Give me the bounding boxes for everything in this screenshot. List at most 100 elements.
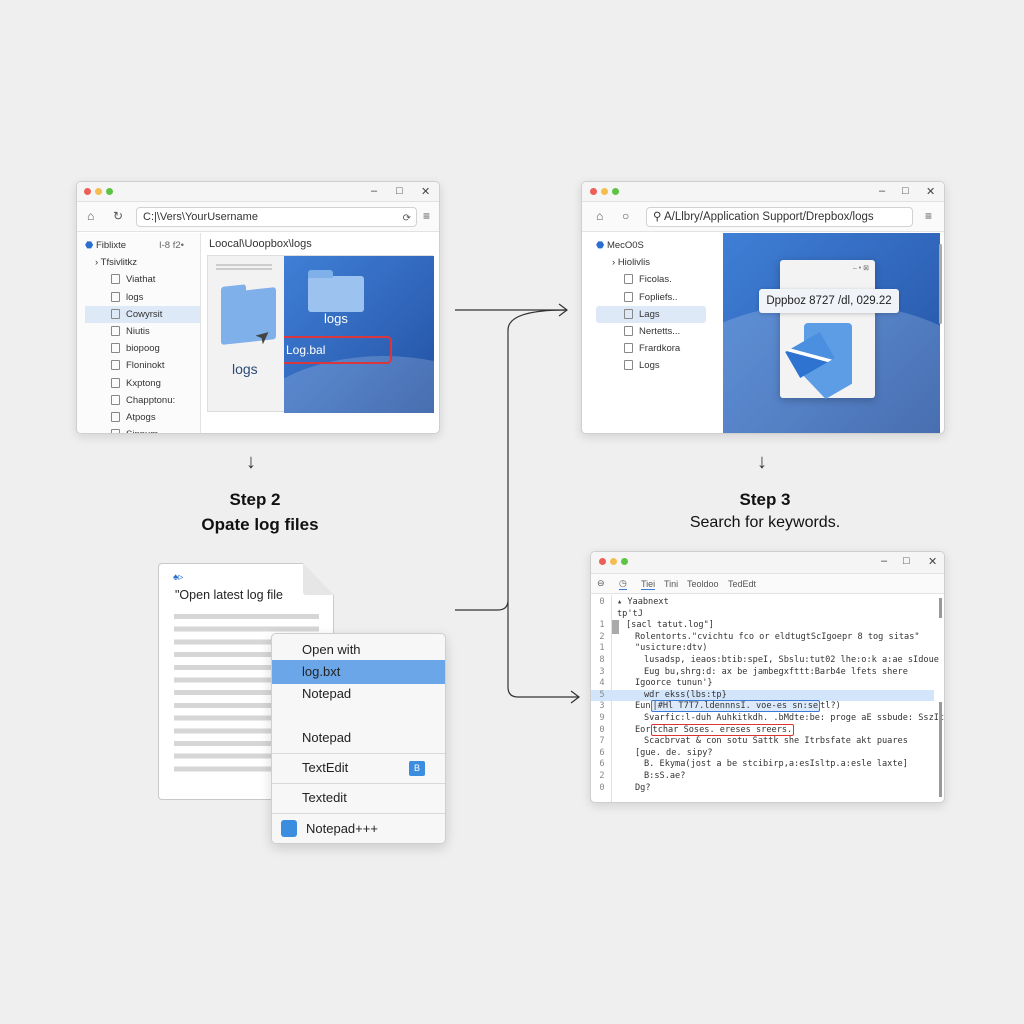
home-icon[interactable]: ⌂: [87, 209, 95, 223]
sidebar-item[interactable]: Cowyrsit: [85, 305, 200, 323]
code-text: Eun: [635, 701, 651, 712]
sidebar-item[interactable]: Ficolas.: [596, 271, 706, 288]
arrowhead-top: [558, 303, 568, 317]
sidebar-item-label: Chapptonu:: [126, 394, 176, 406]
menu-item-log-txt[interactable]: log.bxt: [272, 660, 445, 684]
line-number: 8: [599, 654, 605, 665]
code-text: wdr ekss(lbs:tp}: [644, 689, 727, 700]
breadcrumb: Loocal\Uoopbox\logs: [209, 238, 312, 250]
wallpaper: logs Log.bal: [284, 256, 434, 413]
clock-icon[interactable]: ◷: [619, 578, 627, 590]
sidebar-item[interactable]: logs: [85, 289, 200, 306]
toolbar: ⌂ ○ ⚲ A/Llbry/Application Support/Drepbo…: [582, 202, 944, 232]
file-icon: [111, 343, 120, 354]
line-number: 3: [599, 666, 605, 677]
close-icon[interactable]: ✕: [926, 186, 936, 198]
address-bar[interactable]: C:|\Vers\YourUsername ⟳: [136, 207, 417, 227]
menu-separator: [272, 783, 445, 784]
minimize-icon[interactable]: –: [371, 185, 378, 197]
file-icon: [624, 274, 633, 285]
sidebar-item[interactable]: Sinnum: [85, 426, 200, 433]
sidebar-item[interactable]: Fopliefs..: [596, 289, 706, 306]
scrollbar[interactable]: [939, 598, 942, 618]
tab-4[interactable]: TedEdt: [728, 579, 757, 589]
sidebar-item[interactable]: Kxptong: [85, 375, 200, 392]
close-icon[interactable]: ✕: [928, 556, 938, 568]
sidebar-header-label: Fiblixte: [95, 240, 127, 251]
folder-icon-2[interactable]: [308, 270, 364, 312]
refresh-icon[interactable]: ○: [622, 209, 630, 223]
file-highlight[interactable]: Log.bal: [284, 336, 392, 364]
maximize-icon[interactable]: □: [396, 185, 403, 197]
refresh-icon[interactable]: ↻: [113, 209, 124, 223]
menu-icon[interactable]: ≡: [925, 209, 933, 223]
sidebar-group[interactable]: › Hiolivlis: [596, 254, 722, 271]
settings-icon[interactable]: ⟳: [402, 213, 411, 224]
minimize-icon[interactable]: –: [881, 555, 888, 567]
minimize-icon[interactable]: –: [879, 185, 886, 197]
menu-item-notepad[interactable]: Notepad: [302, 686, 352, 701]
menu-item-textedit-2[interactable]: Textedit: [302, 790, 347, 805]
sidebar-item[interactable]: Logs: [596, 357, 706, 374]
line-number: 2: [599, 631, 605, 642]
wave: [284, 356, 434, 413]
menu-item-notepad-2[interactable]: Notepad: [302, 730, 352, 745]
maximize-dot[interactable]: [106, 188, 113, 195]
close-dot[interactable]: [84, 188, 91, 195]
search-match-red[interactable]: tchar Soses. ereses sreers.: [650, 723, 795, 736]
sidebar-item[interactable]: Chapptonu:: [85, 392, 200, 409]
maximize-dot[interactable]: [621, 558, 628, 565]
line-number: 5: [599, 689, 605, 700]
search-match-blue[interactable]: |#Hl T7T7.ldennnsI. voe-es sn:se: [650, 700, 821, 713]
tab-1[interactable]: Tiei: [641, 579, 656, 590]
sidebar-item[interactable]: Viathat: [85, 271, 200, 288]
divider: [216, 264, 272, 266]
maximize-icon[interactable]: □: [902, 185, 909, 197]
file-icon: [624, 360, 633, 371]
sidebar-header[interactable]: ⬣ MecO0S: [596, 237, 722, 254]
menu-item-notepadpp[interactable]: Notepad+++: [306, 821, 378, 836]
sidebar-item[interactable]: Frardkora: [596, 340, 706, 357]
sidebar-item[interactable]: Lags: [596, 305, 706, 323]
sidebar-item[interactable]: Niutis: [85, 323, 200, 340]
globe-icon[interactable]: ⊖: [597, 578, 605, 588]
code-line: tp'tJ: [603, 609, 934, 621]
home-icon[interactable]: ⌂: [596, 209, 604, 223]
close-dot[interactable]: [599, 558, 606, 565]
close-icon[interactable]: ✕: [421, 186, 431, 198]
file-explorer-window: – □ ✕ ⌂ ↻ C:|\Vers\YourUsername ⟳ ≡ ⬣ Fi…: [76, 181, 440, 434]
address-bar[interactable]: ⚲ A/Llbry/Application Support/Drepbox/lo…: [646, 207, 913, 227]
sidebar-group[interactable]: › Tfsivlitkz: [85, 254, 200, 271]
line-number: 1: [599, 620, 605, 631]
minimize-dot[interactable]: [95, 188, 102, 195]
line-number: 0: [599, 724, 605, 735]
sidebar-item-label: Logs: [639, 360, 660, 372]
tab-3[interactable]: Teoldoo: [687, 579, 719, 589]
sidebar-item[interactable]: Nertetts...: [596, 323, 706, 340]
maximize-dot[interactable]: [612, 188, 619, 195]
line-number: 7: [599, 736, 605, 747]
window-controls: – • ⊠: [852, 265, 869, 272]
maximize-icon[interactable]: □: [903, 555, 910, 567]
sidebar-item[interactable]: biopoog: [85, 340, 200, 357]
drive-icon: ⬣: [596, 240, 607, 251]
menu-item-textedit[interactable]: TextEdit: [302, 760, 349, 775]
code-text: [sacl tatut.log"]: [626, 620, 714, 631]
sidebar-item[interactable]: Atpogs: [85, 409, 200, 426]
minimize-dot[interactable]: [610, 558, 617, 565]
sidebar-item-label: Lags: [639, 308, 660, 320]
minimize-dot[interactable]: [601, 188, 608, 195]
sidebar-item-label: Viathat: [126, 274, 156, 286]
close-dot[interactable]: [590, 188, 597, 195]
sidebar-item[interactable]: Floninokt: [85, 357, 200, 374]
scrollbar[interactable]: [939, 244, 942, 324]
scrollbar-lower[interactable]: [939, 702, 942, 797]
line-number: 6: [599, 759, 605, 770]
menu-icon[interactable]: ≡: [423, 209, 431, 223]
step3-title: Step 3: [739, 490, 791, 509]
tab-2[interactable]: Tini: [664, 579, 679, 589]
file-icon: [624, 291, 633, 302]
